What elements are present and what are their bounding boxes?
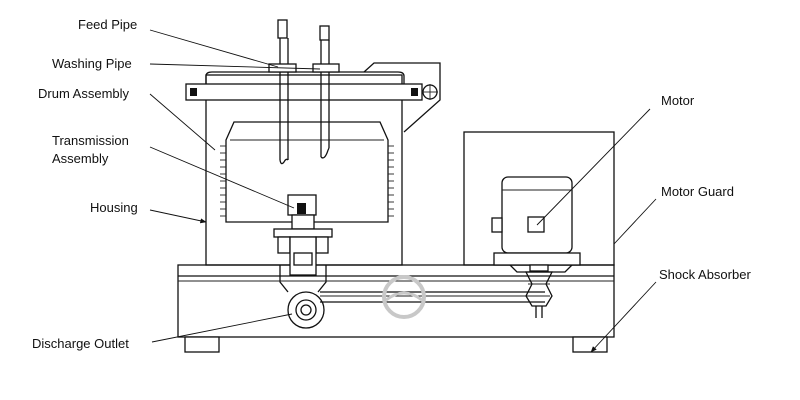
label-transmission-assembly-1: Transmission xyxy=(52,133,129,148)
transmission-assembly xyxy=(273,194,333,293)
watermark-logo xyxy=(382,275,426,319)
label-motor-guard: Motor Guard xyxy=(661,184,734,199)
label-discharge-outlet: Discharge Outlet xyxy=(32,336,129,351)
leader-lines xyxy=(149,29,657,353)
label-transmission-assembly-2: Assembly xyxy=(52,151,109,166)
shock-absorber-left xyxy=(184,336,220,353)
label-drum-assembly: Drum Assembly xyxy=(38,86,130,101)
shock-absorber-right xyxy=(572,336,608,353)
motor xyxy=(491,176,581,273)
discharge-outlet xyxy=(287,291,325,329)
drum xyxy=(220,121,394,223)
motor-pulley xyxy=(524,264,554,318)
label-shock-absorber: Shock Absorber xyxy=(659,267,751,282)
label-motor: Motor xyxy=(661,93,695,108)
washing-pipe xyxy=(312,25,340,159)
label-feed-pipe: Feed Pipe xyxy=(78,17,137,32)
label-washing-pipe: Washing Pipe xyxy=(52,56,132,71)
label-housing: Housing xyxy=(90,200,138,215)
drive-belt xyxy=(320,291,545,303)
